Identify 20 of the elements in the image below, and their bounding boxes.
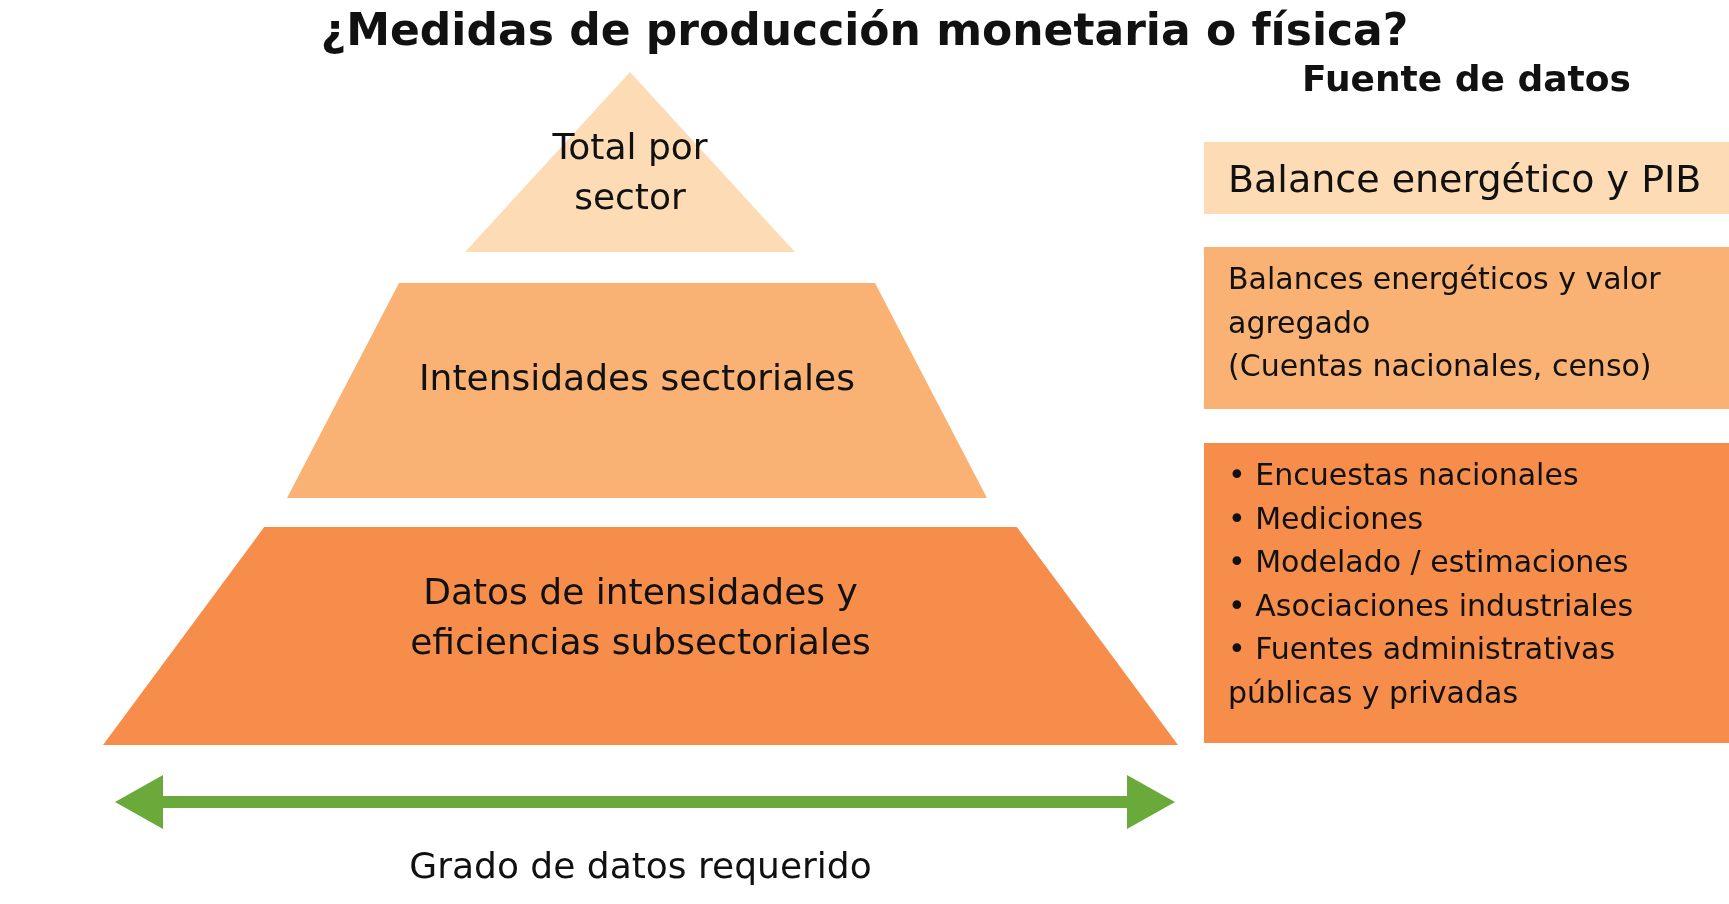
box-text: (Cuentas nacionales, censo) — [1228, 347, 1653, 385]
column-heading: Fuente de datos — [1301, 58, 1632, 99]
pyramid-tier — [287, 283, 987, 498]
source-box — [1204, 443, 1729, 743]
tier-label: Intensidades sectoriales — [418, 356, 856, 400]
list-item: • Mediciones — [1228, 499, 1425, 538]
tier-label: Total por sector — [551, 125, 709, 220]
pyramid-tier — [103, 527, 1178, 745]
list-item: • Modelado / estimaciones — [1228, 543, 1630, 581]
tier-label: Datos de intensidades y eficiencias subsectoriales — [409, 570, 872, 665]
list-item: • Asociaciones industriales — [1228, 586, 1635, 625]
list-item: • Encuestas nacionales — [1228, 456, 1580, 494]
box-text: Balances energéticos y valor agregado — [1228, 260, 1662, 342]
title: ¿Medidas de producción monetaria o física? — [319, 4, 1410, 55]
box-text: Balance energético y PIB — [1228, 156, 1703, 203]
axis-label: Grado de datos requerido — [408, 845, 873, 886]
pyramid-tier — [465, 72, 795, 252]
source-box — [1204, 247, 1729, 409]
list-item: • Fuentes administrativas públicas y privadas — [1228, 630, 1617, 712]
source-box — [1204, 142, 1729, 214]
